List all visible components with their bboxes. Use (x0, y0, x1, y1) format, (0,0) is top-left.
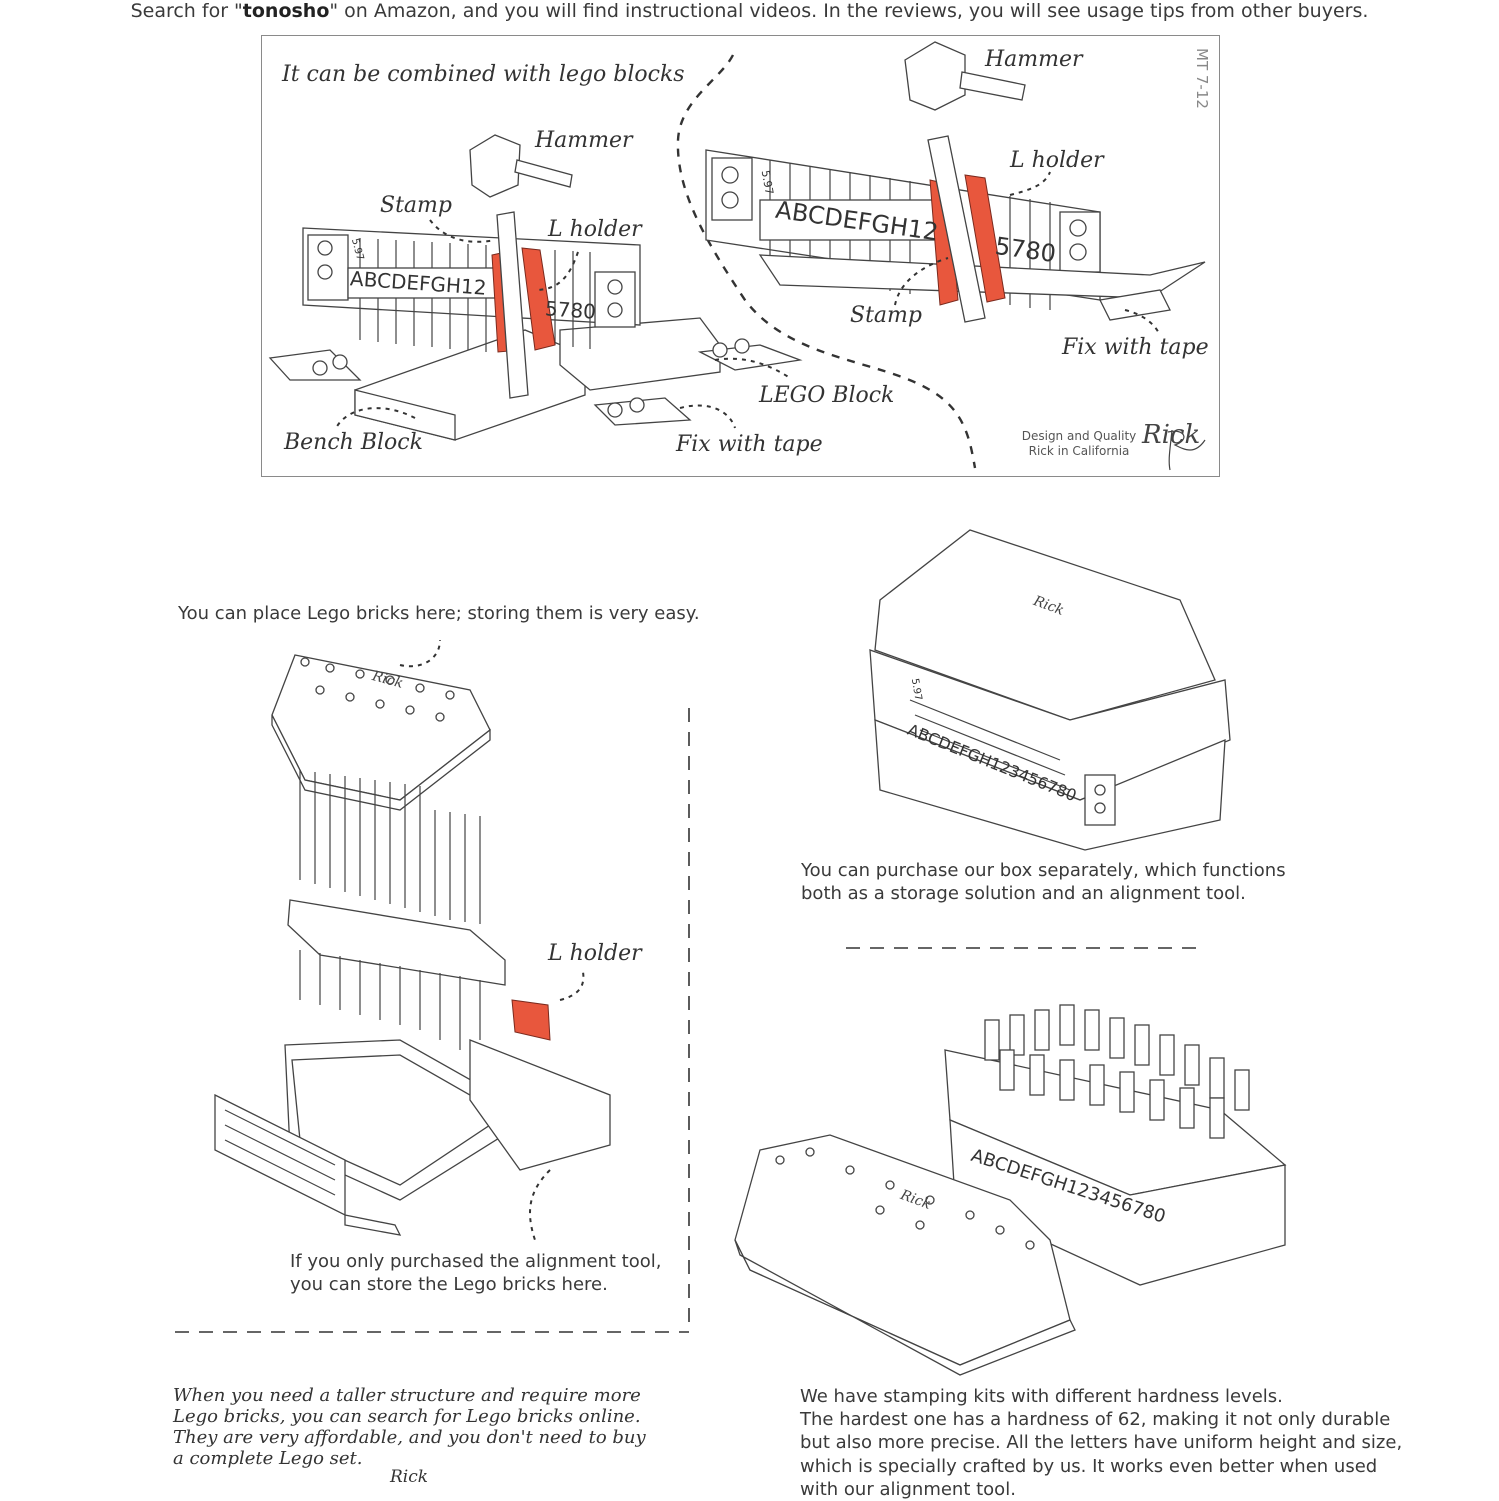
arrow-store-base (529, 1169, 551, 1241)
storage-box-drawing (869, 529, 1231, 851)
label-hammer-left: Hammer (535, 128, 633, 153)
hardness-line: but also more precise. All the letters h… (800, 1432, 1403, 1454)
label-lholder-right: L holder (1010, 148, 1104, 173)
label-fix-tape-left: Fix with tape (676, 432, 823, 457)
lego-note: When you need a taller structure and req… (173, 1385, 646, 1469)
right-scene-drawing (705, 41, 1206, 471)
arrow-lid (399, 639, 441, 668)
left-scene-drawing (268, 134, 803, 441)
label-lholder-left: L holder (548, 217, 642, 242)
hardness-description: We have stamping kits with different har… (800, 1385, 1402, 1501)
label-bench-block: Bench Block (284, 430, 423, 455)
lego-note-line: When you need a taller structure and req… (173, 1385, 641, 1406)
label-lholder-middle: L holder (548, 941, 642, 966)
credit-line-2: Rick in California (1028, 444, 1130, 458)
panel-heading: It can be combined with lego blocks (282, 62, 685, 87)
instruction-text-end: " on Amazon, and you will find instructi… (329, 0, 1369, 22)
arrow-lholder (534, 251, 579, 291)
lego-note-line: a complete Lego set. (173, 1448, 363, 1469)
arrow-bench (334, 407, 416, 431)
lego-note-line: Lego bricks, you can search for Lego bri… (173, 1406, 641, 1427)
stamp-kit-drawing (734, 1004, 1287, 1376)
lego-storage-caption: You can place Lego bricks here; storing … (178, 603, 700, 624)
label-fix-tape-right: Fix with tape (1062, 335, 1209, 360)
arrow-stamp (429, 219, 496, 243)
arrow-r-lholder (1009, 171, 1051, 196)
lego-note-line: They are very affordable, and you don't … (173, 1427, 646, 1448)
model-code: MT 7-12 (1193, 48, 1211, 109)
box-caption-2: both as a storage solution and an alignm… (801, 883, 1246, 904)
illustration-panel (261, 35, 1220, 477)
hardness-line: The hardest one has a hardness of 62, ma… (800, 1409, 1391, 1431)
alignment-caption-1: If you only purchased the alignment tool… (290, 1251, 662, 1272)
signature-scribble (1167, 429, 1206, 471)
label-stamp-right: Stamp (850, 303, 922, 328)
box-caption-1: You can purchase our box separately, whi… (801, 860, 1286, 881)
instruction-text-start: Search for " (130, 0, 243, 22)
alignment-caption-2: you can store the Lego bricks here. (290, 1274, 608, 1295)
label-stamp-left: Stamp (380, 193, 452, 218)
arrow-r-stamp (894, 257, 949, 306)
panel-divider-curve (676, 54, 977, 469)
exploded-view-drawing (214, 639, 611, 1241)
panel-signature: Rick (1142, 420, 1201, 450)
arrow-tape-left (679, 404, 736, 429)
ruler-digits-left: 5780 (544, 296, 597, 324)
hardness-line: We have stamping kits with different har… (800, 1386, 1283, 1407)
hardness-line: which is specially crafted by us. It wor… (800, 1455, 1378, 1477)
label-hammer-right: Hammer (985, 47, 1083, 72)
credit-line-1: Design and Quality (1021, 429, 1137, 443)
label-lego-block: LEGO Block (759, 383, 895, 408)
instruction-line: Search for "tonosho" on Amazon, and you … (0, 0, 1499, 22)
hardness-line: with our alignment tool. (800, 1478, 1016, 1500)
arrow-lholder-middle (559, 971, 585, 1001)
lego-note-signature: Rick (390, 1467, 429, 1487)
search-keyword: tonosho (242, 0, 330, 22)
